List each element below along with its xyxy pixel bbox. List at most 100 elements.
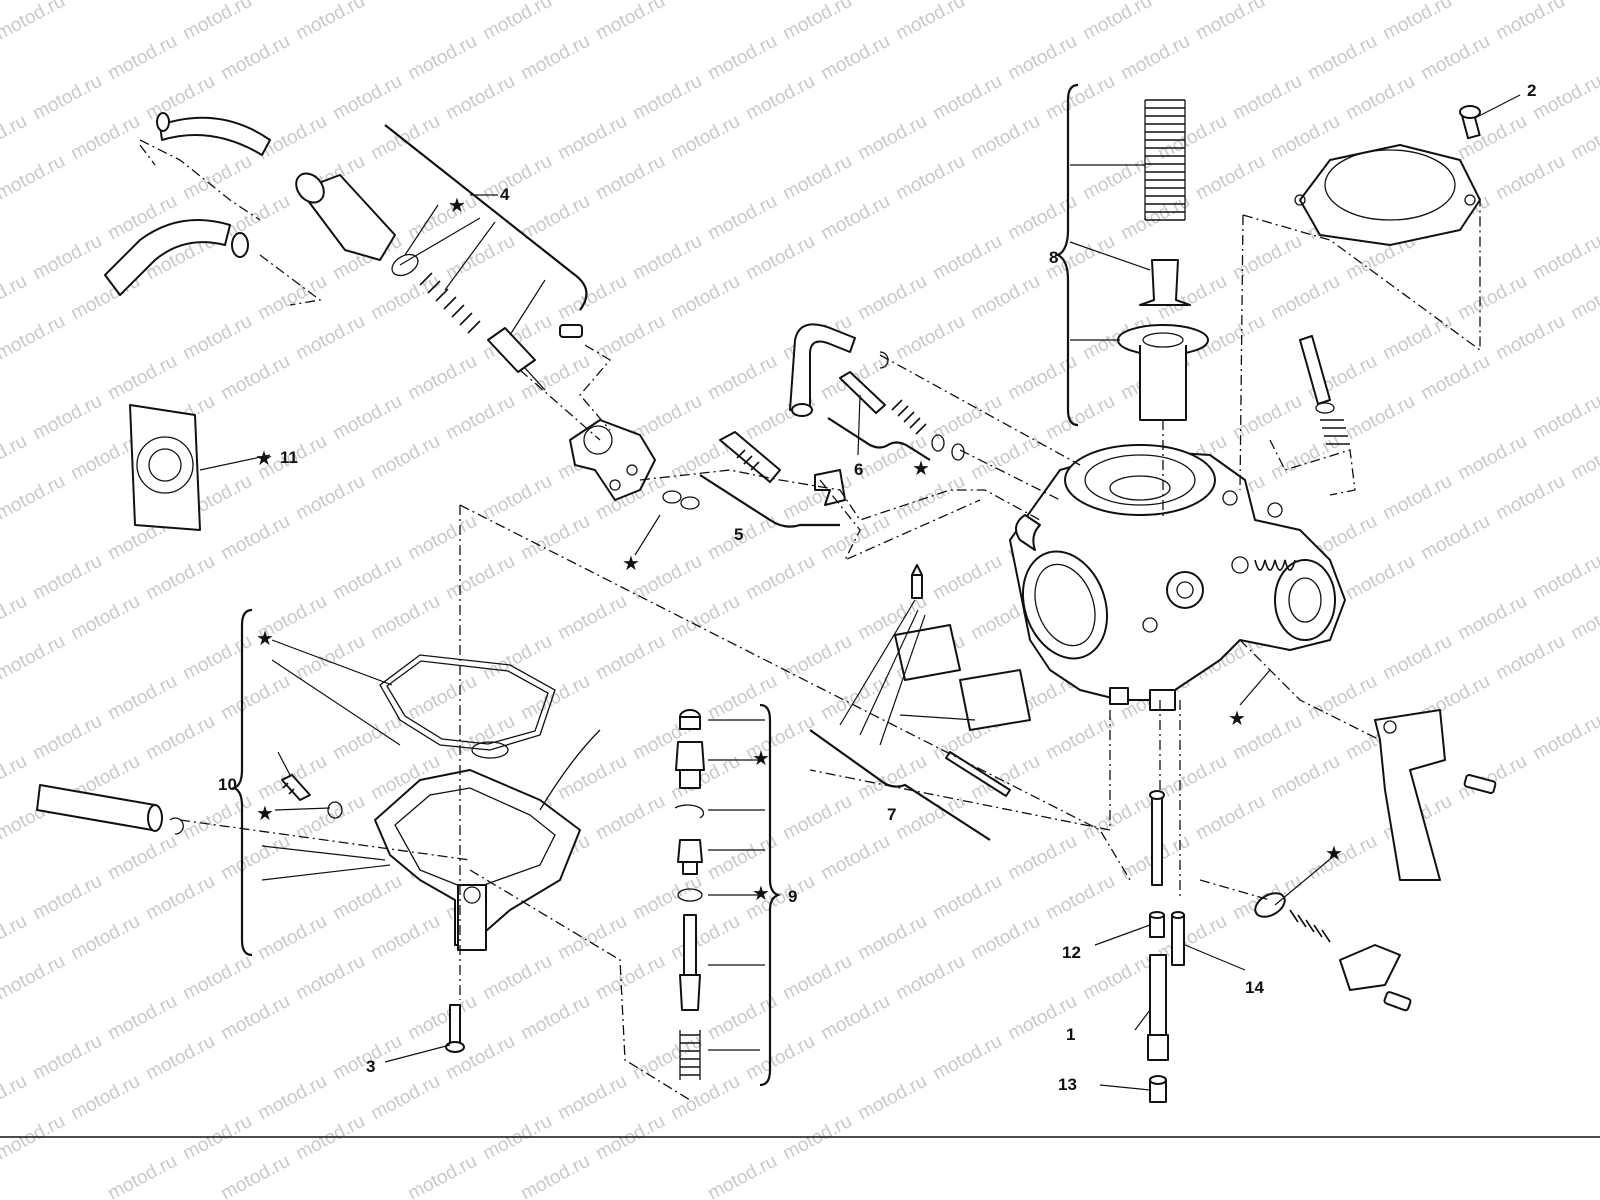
watermark-text: motod.ru — [1229, 71, 1305, 125]
watermark-text: motod.ru — [29, 551, 105, 605]
watermark-text: motod.ru — [1492, 151, 1568, 205]
throttle-spring — [1320, 419, 1350, 445]
watermark-text: motod.ru — [367, 431, 443, 485]
watermark-text: motod.ru — [1454, 431, 1530, 485]
watermark-text: motod.ru — [779, 151, 855, 205]
watermark-text: motod.ru — [554, 271, 630, 325]
leader-lines — [199, 94, 1521, 1091]
float-pin — [945, 751, 1011, 797]
needle-holder — [1139, 259, 1191, 306]
callout-12: 12 — [1062, 943, 1081, 962]
watermark-text: motod.ru — [0, 751, 31, 805]
watermark-text: motod.ru — [854, 911, 930, 965]
assembly-lines — [139, 139, 1481, 1101]
watermark-text: motod.ru — [329, 711, 405, 765]
callout-10: 10 — [218, 775, 237, 794]
jet-oring — [677, 888, 703, 902]
watermark-text: motod.ru — [1192, 791, 1268, 845]
watermark-text: motod.ru — [779, 791, 855, 845]
watermark-text: motod.ru — [1379, 311, 1455, 365]
pilot-clip — [814, 469, 846, 506]
braces — [230, 83, 1079, 1087]
callout-6: 6 — [854, 460, 863, 479]
watermark-text: motod.ru — [517, 991, 593, 1045]
watermark-text: motod.ru — [1567, 0, 1600, 4]
watermark-text: motod.ru — [704, 31, 780, 85]
watermark-text: motod.ru — [67, 591, 143, 645]
watermark-text: motod.ru — [1267, 0, 1343, 4]
watermark-text: motod.ru — [1567, 591, 1600, 645]
throttle-washer — [1315, 402, 1335, 414]
pilot-jet-long — [1149, 790, 1165, 886]
watermark-text: motod.ru — [104, 1151, 180, 1200]
watermark-text: motod.ru — [67, 1071, 143, 1125]
watermark-text: motod.ru — [1529, 71, 1600, 125]
watermark-text: motod.ru — [854, 0, 930, 4]
watermark-text: motod.ru — [854, 751, 930, 805]
watermark-text: motod.ru — [517, 671, 593, 725]
watermark-text: motod.ru — [967, 911, 1043, 965]
watermark-text: motod.ru — [517, 191, 593, 245]
watermark-text: motod.ru — [367, 0, 443, 4]
callout-7: 7 — [887, 805, 896, 824]
star-marker: ★ — [448, 193, 466, 217]
watermark-text: motod.ru — [1304, 31, 1380, 85]
cable-bracket — [1374, 709, 1446, 881]
watermark-text: motod.ru — [1004, 31, 1080, 85]
bracket-screw — [1463, 773, 1497, 795]
watermark-text: motod.ru — [892, 151, 968, 205]
watermark-text: motod.ru — [854, 111, 930, 165]
enricher-oring — [391, 253, 419, 277]
cover-screw — [1459, 105, 1481, 140]
watermark-text: motod.ru — [292, 631, 368, 685]
watermark-text: motod.ru — [1192, 151, 1268, 205]
watermark-text: motod.ru — [29, 711, 105, 765]
callout-5: 5 — [734, 525, 743, 544]
watermark-text: motod.ru — [592, 951, 668, 1005]
watermark-text: motod.ru — [479, 0, 555, 44]
watermark-text: motod.ru — [967, 111, 1043, 165]
bowl-oring — [471, 741, 509, 759]
watermark-text: motod.ru — [1492, 311, 1568, 365]
watermark-text: motod.ru — [592, 791, 668, 845]
watermark-text: motod.ru — [517, 1151, 593, 1200]
needle-jet-1 — [1147, 954, 1169, 1061]
watermark-text: motod.ru — [254, 911, 330, 965]
watermark-text: motod.ru — [0, 471, 69, 525]
watermark-text: motod.ru — [67, 111, 143, 165]
watermark-text: motod.ru — [1042, 71, 1118, 125]
watermark-text: motod.ru — [967, 0, 1043, 4]
watermark-text: motod.ru — [629, 231, 705, 285]
watermark-text: motod.ru — [1267, 431, 1343, 485]
starter-spring — [1289, 909, 1331, 943]
watermark-text: motod.ru — [1417, 511, 1493, 565]
starter-cover — [1339, 944, 1401, 991]
watermark-text: motod.ru — [817, 31, 893, 85]
fuel-hose-upper — [156, 112, 271, 156]
watermark-text: motod.ru — [217, 991, 293, 1045]
watermark-text: motod.ru — [929, 871, 1005, 925]
float-needle — [911, 564, 923, 599]
watermark-text: motod.ru — [929, 71, 1005, 125]
watermark-text: motod.ru — [29, 231, 105, 285]
watermark-text: motod.ru — [742, 71, 818, 125]
watermark-text: motod.ru — [1154, 751, 1230, 805]
watermark-text: motod.ru — [1154, 0, 1230, 4]
watermark-text: motod.ru — [1079, 951, 1155, 1005]
watermark-text: motod.ru — [329, 391, 405, 445]
watermark-text: motod.ru — [142, 71, 218, 125]
watermark-text: motod.ru — [1529, 711, 1600, 765]
watermark-text: motod.ru — [1379, 0, 1455, 44]
watermark-text: motod.ru — [554, 111, 630, 165]
vent-hose — [789, 323, 856, 417]
watermark-text: motod.ru — [217, 31, 293, 85]
callout-3: 3 — [366, 1057, 375, 1076]
star-marker: ★ — [752, 881, 770, 905]
watermark-text: motod.ru — [967, 271, 1043, 325]
watermark-text: motod.ru — [179, 311, 255, 365]
watermark-text: motod.ru — [629, 71, 705, 125]
watermark-text: motod.ru — [1079, 791, 1155, 845]
watermark-text: motod.ru — [704, 191, 780, 245]
watermark-text: motod.ru — [479, 151, 555, 205]
